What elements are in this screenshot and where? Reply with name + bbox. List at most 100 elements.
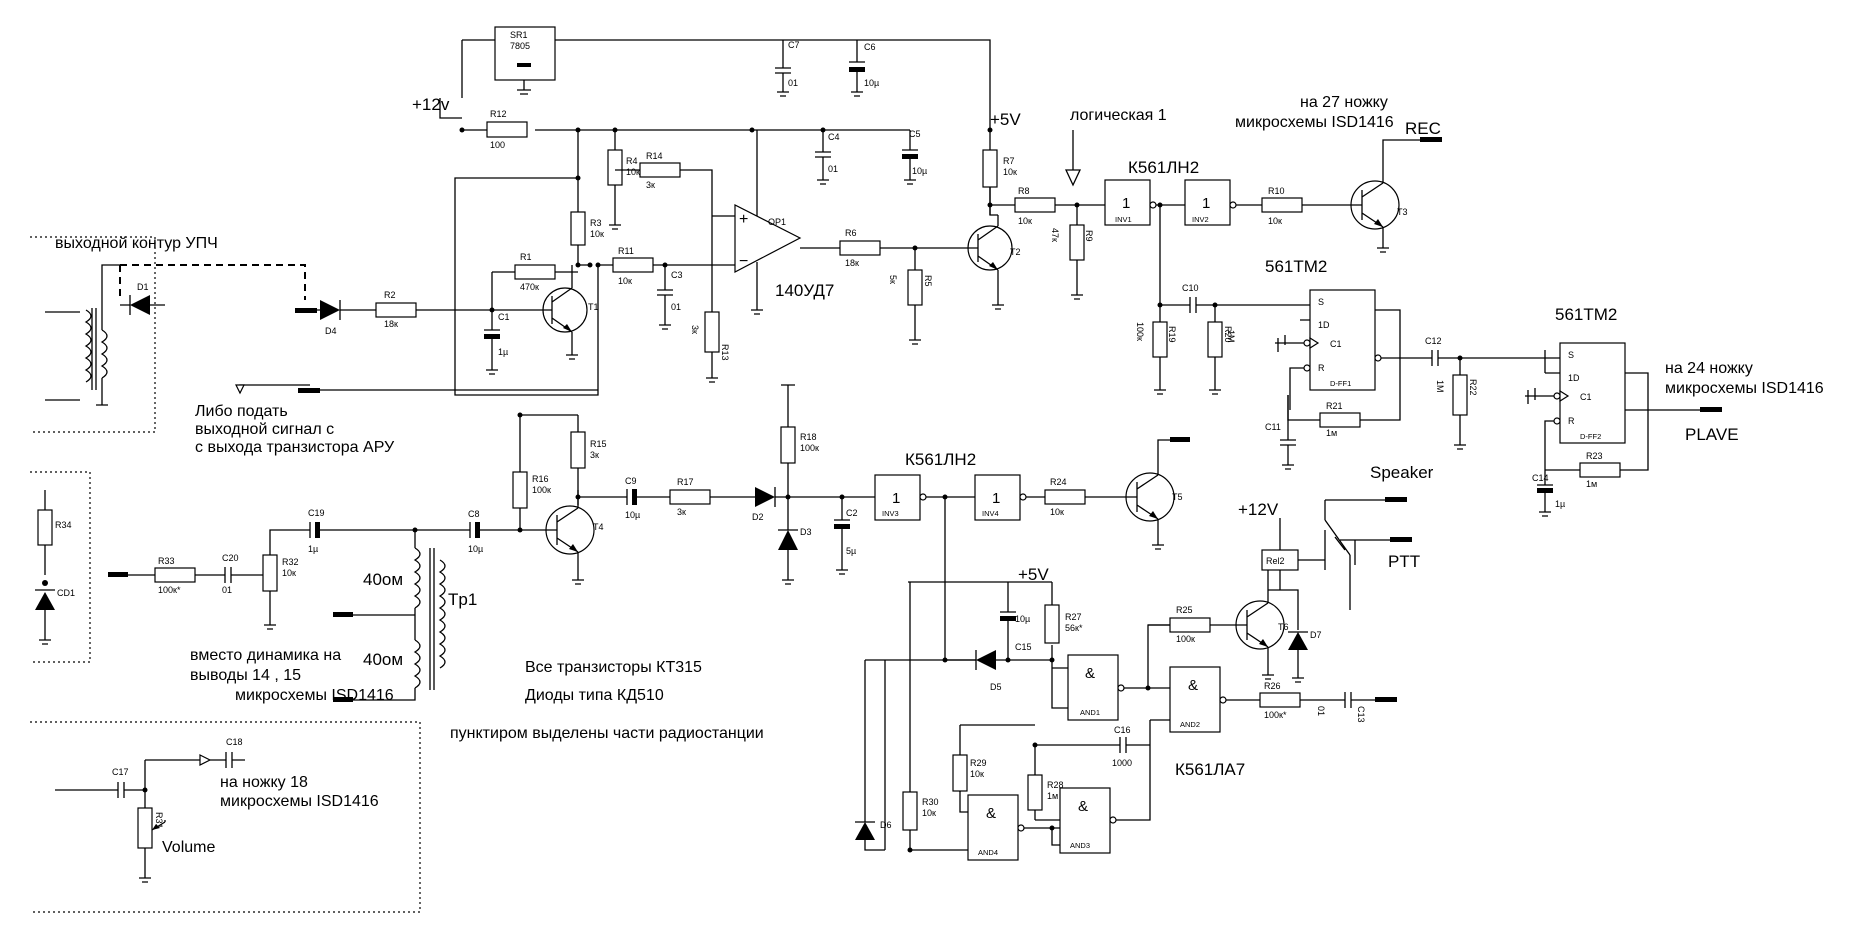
transistor-t3: T3 — [1345, 137, 1442, 253]
resistor-r22: R22 1М — [1435, 358, 1478, 450]
svg-text:R32: R32 — [282, 557, 299, 567]
svg-text:T3: T3 — [1397, 207, 1408, 217]
note-transistors: Все транзисторы КТ315 — [525, 659, 702, 676]
resistor-r25: R25 100к — [1148, 605, 1228, 644]
transistor-t4: T4 — [517, 490, 604, 585]
svg-text:1м: 1м — [1326, 428, 1337, 438]
svg-text:C17: C17 — [112, 767, 129, 777]
logic-one-label: логическая 1 — [1070, 107, 1167, 124]
svg-text:R1: R1 — [520, 252, 532, 262]
resistor-r34: R34 — [37, 490, 72, 575]
svg-text:R22: R22 — [1468, 379, 1478, 396]
svg-text:S: S — [1568, 350, 1574, 360]
svg-text:R24: R24 — [1050, 477, 1067, 487]
cap-c19: C19 1µ — [269, 508, 415, 555]
svg-text:CD1: CD1 — [57, 588, 75, 598]
sr1-label: SR1 — [510, 30, 528, 40]
resistor-r4: R4 10к — [607, 130, 640, 230]
leg18-label-2: микросхемы ISD1416 — [220, 793, 379, 810]
cap-c8: C8 10µ — [412, 509, 520, 554]
svg-text:1µ: 1µ — [498, 347, 508, 357]
svg-text:R26: R26 — [1264, 681, 1281, 691]
svg-text:&: & — [1085, 665, 1095, 682]
resistor-r12: R12 100 — [486, 109, 528, 150]
svg-text:10к: 10к — [970, 769, 984, 779]
svg-text:R17: R17 — [677, 477, 694, 487]
svg-text:INV1: INV1 — [1115, 215, 1132, 224]
power-rails — [439, 39, 993, 150]
svg-text:R: R — [1568, 416, 1575, 426]
svg-text:10к: 10к — [618, 276, 632, 286]
lib-label-3: с выхода транзистора АРУ — [195, 439, 395, 456]
volume-label: Volume — [162, 839, 215, 856]
rail-5v-bottom: +5V — [1018, 565, 1049, 584]
svg-text:5µ: 5µ — [846, 546, 856, 556]
svg-text:INV2: INV2 — [1192, 215, 1209, 224]
ff-chip-label-b: 561ТМ2 — [1555, 305, 1617, 324]
svg-text:C3: C3 — [671, 270, 683, 280]
svg-text:100: 100 — [490, 140, 505, 150]
svg-text:10µ: 10µ — [625, 510, 640, 520]
rec-label: REC — [1405, 119, 1441, 138]
resistor-r7: R7 10к — [982, 149, 1017, 215]
diode-d1: D1 — [120, 282, 165, 315]
svg-text:18к: 18к — [845, 258, 859, 268]
ohm-label-a: 40ом — [363, 570, 403, 589]
svg-text:1D: 1D — [1318, 320, 1330, 330]
resistor-r19: R19 100к — [1135, 305, 1177, 395]
ff-chip-label-a: 561ТМ2 — [1265, 257, 1327, 276]
svg-text:1м: 1м — [1586, 479, 1597, 489]
svg-text:01: 01 — [671, 302, 681, 312]
svg-text:10к: 10к — [590, 229, 604, 239]
resistor-r13: R13 3к — [690, 215, 735, 383]
svg-text:C5: C5 — [909, 129, 921, 139]
inverter-inv1: 1 INV1 — [1104, 179, 1157, 226]
cap-c20: C20 01 — [222, 553, 263, 595]
svg-text:C12: C12 — [1425, 336, 1442, 346]
plave-label: PLAVE — [1685, 425, 1739, 444]
svg-text:R31: R31 — [154, 812, 164, 829]
svg-text:1: 1 — [892, 490, 900, 507]
speaker-label: Speaker — [1370, 463, 1434, 482]
svg-text:3к: 3к — [590, 450, 599, 460]
inverter-inv2: 1 INV2 — [1184, 179, 1237, 226]
cap-c13: 01 C13 — [1316, 692, 1397, 723]
svg-text:01: 01 — [222, 585, 232, 595]
svg-text:C1: C1 — [1330, 339, 1342, 349]
svg-text:1: 1 — [1202, 195, 1210, 212]
transistor-t1: T1 — [540, 265, 599, 360]
svg-text:01: 01 — [828, 164, 838, 174]
svg-text:AND4: AND4 — [978, 848, 998, 857]
svg-text:01: 01 — [1316, 706, 1326, 716]
cap-c6: C6 10µ — [849, 40, 879, 97]
svg-text:C13: C13 — [1356, 706, 1366, 723]
svg-text:C15: C15 — [1015, 642, 1032, 652]
svg-text:56к*: 56к* — [1065, 623, 1083, 633]
logic-one-marker: логическая 1 — [1064, 107, 1167, 187]
svg-text:C7: C7 — [788, 40, 800, 50]
svg-text:10к: 10к — [1018, 216, 1032, 226]
cap-c12: C12 — [1425, 336, 1540, 366]
leg18-label-1: на ножку 18 — [220, 774, 308, 791]
svg-text:C2: C2 — [846, 508, 858, 518]
diode-d4: D4 — [317, 300, 376, 336]
svg-text:D-FF2: D-FF2 — [1580, 432, 1601, 441]
svg-text:R9: R9 — [1084, 230, 1094, 242]
svg-text:10к: 10к — [282, 568, 296, 578]
svg-text:R10: R10 — [1268, 186, 1285, 196]
svg-text:01: 01 — [788, 78, 798, 88]
svg-text:&: & — [1078, 798, 1088, 815]
svg-text:R3: R3 — [590, 218, 602, 228]
sr1-value: 7805 — [510, 41, 530, 51]
inverter-inv3: 1 INV3 — [874, 474, 927, 521]
resistor-r20: R20 — [1207, 302, 1233, 395]
inverter-chip-label-b: К561ЛН2 — [905, 450, 976, 469]
svg-text:C19: C19 — [308, 508, 325, 518]
resistor-r15: R15 3к — [570, 431, 607, 469]
svg-text:INV4: INV4 — [982, 509, 999, 518]
flipflop-dff1: S 1D C1 R D-FF1 — [1275, 289, 1425, 421]
resistor-r21: R21 1м — [1319, 401, 1361, 438]
diode-d7: D7 — [1268, 589, 1322, 683]
svg-text:18к: 18к — [384, 319, 398, 329]
svg-text:100к: 100к — [532, 485, 551, 495]
